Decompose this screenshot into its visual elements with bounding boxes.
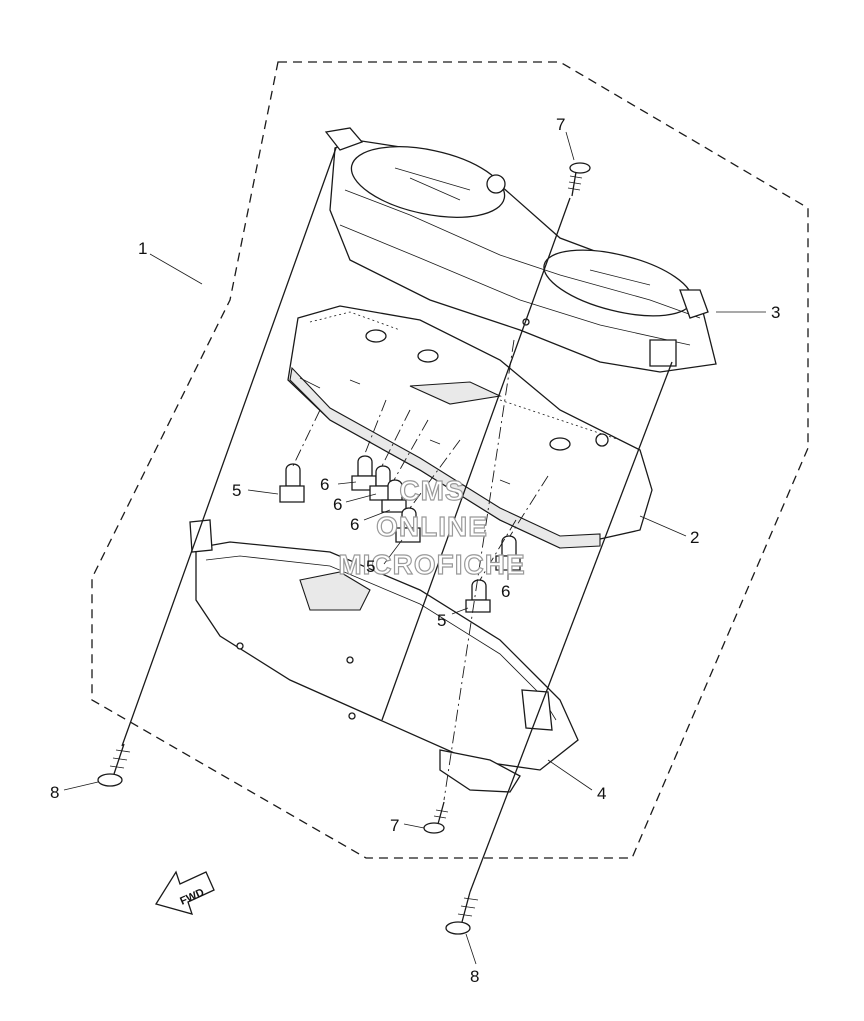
callout-6a: 6 <box>320 475 329 494</box>
callout-8b: 8 <box>470 967 479 986</box>
callout-4: 4 <box>597 784 606 803</box>
assembly-lines <box>121 147 673 893</box>
meter-assembly <box>287 305 653 549</box>
leader-lines <box>63 131 766 965</box>
callout-3: 3 <box>771 303 780 322</box>
bulb-5c <box>465 579 491 613</box>
callouts: 1 2 3 4 5 5 5 6 6 6 6 7 7 8 8 <box>50 115 780 986</box>
assembly-boundary <box>91 61 809 859</box>
meter-cover <box>324 127 717 373</box>
bulb-6d <box>495 535 521 571</box>
screw-7b <box>423 801 449 834</box>
screw-8a <box>97 743 131 787</box>
callout-1: 1 <box>138 239 147 258</box>
bulb-5a <box>279 463 305 503</box>
callout-6b: 6 <box>333 495 342 514</box>
callout-7b: 7 <box>390 816 399 835</box>
watermark-line3: MICROFICHE <box>338 549 525 580</box>
callout-6d: 6 <box>501 582 510 601</box>
fwd-arrow-icon: FWD <box>154 870 215 915</box>
meter-case <box>189 519 579 793</box>
callout-5c: 5 <box>437 611 446 630</box>
callout-5b: 5 <box>366 557 375 576</box>
screw-8b <box>445 891 479 935</box>
callout-2: 2 <box>690 528 699 547</box>
watermark: CMS ONLINE MICROFICHE <box>338 474 526 580</box>
bulb-5b <box>395 507 421 543</box>
callout-8a: 8 <box>50 783 59 802</box>
bulb-6a <box>351 455 377 491</box>
watermark-line2: ONLINE <box>376 511 488 542</box>
callout-5a: 5 <box>232 481 241 500</box>
watermark-line1: CMS <box>399 475 464 506</box>
screw-7a <box>567 162 591 197</box>
callout-6c: 6 <box>350 515 359 534</box>
callout-7a: 7 <box>556 115 565 134</box>
